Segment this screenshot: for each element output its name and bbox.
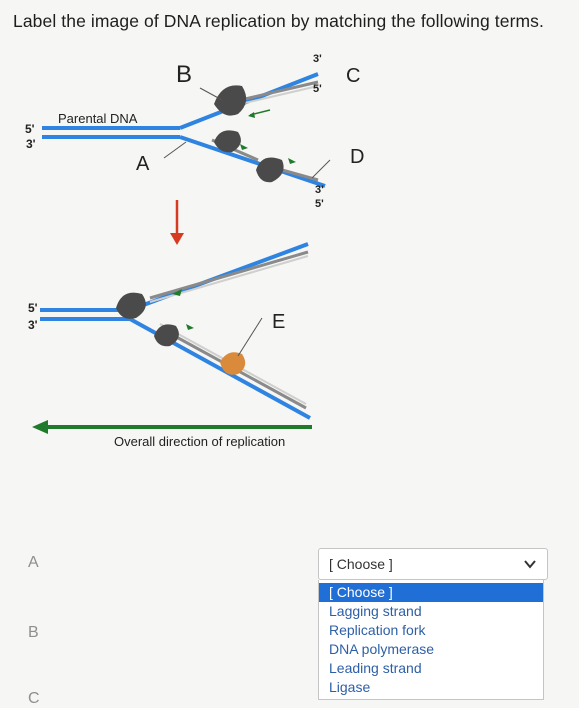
label-c: C <box>346 65 360 87</box>
green-arrow-3 <box>288 158 296 164</box>
bottom-polymerase-enzyme <box>116 292 146 319</box>
answer-letter-a: A <box>28 554 39 571</box>
select-option-replication-fork[interactable]: Replication fork <box>329 622 426 638</box>
helicase-enzyme <box>214 85 247 116</box>
select-option-lagging-strand[interactable]: Lagging strand <box>329 603 422 619</box>
answer-letter-b: B <box>28 624 39 641</box>
primase-enzyme <box>214 130 241 153</box>
end-3-left-bottom: 3' <box>28 318 38 332</box>
lower-template-strand <box>179 135 326 188</box>
label-b: B <box>176 61 192 88</box>
label-d: D <box>350 146 364 168</box>
polymerase-top-enzyme <box>256 157 284 183</box>
parental-dna-label: Parental DNA <box>58 111 138 126</box>
end-5-left-bottom: 5' <box>28 301 38 315</box>
end-3-bottom: 3' <box>315 184 324 196</box>
end-5-left-top: 5' <box>25 122 35 136</box>
pointer-d <box>311 159 331 179</box>
chevron-down-icon <box>524 560 536 569</box>
bottom-green-arrow-1 <box>172 289 182 296</box>
pointer-a <box>163 141 187 159</box>
label-a: A <box>136 153 150 175</box>
end-5-top: 5' <box>313 83 322 95</box>
pointer-b <box>199 87 223 101</box>
ligase-enzyme <box>220 352 246 375</box>
pointer-e <box>237 317 263 357</box>
end-3-left-top: 3' <box>26 137 36 151</box>
question-text: Label the image of DNA replication by ma… <box>13 11 544 31</box>
select-option-choose[interactable]: [ Choose ] <box>319 583 543 602</box>
bottom-upper-new <box>149 250 309 300</box>
bottom-green-arrow-2 <box>186 324 194 330</box>
label-e: E <box>272 311 285 333</box>
bottom-primase-enzyme <box>154 324 179 347</box>
select-option-ligase[interactable]: Ligase <box>329 679 371 695</box>
dna-replication-diagram: B C A D Parental DNA 5' 3' 3' 5' 3' 5' E… <box>25 53 364 449</box>
upper-template-strand <box>179 72 319 130</box>
green-arrow-2 <box>240 144 248 150</box>
end-3-top: 3' <box>313 53 322 65</box>
end-5-bottom: 5' <box>315 198 324 210</box>
answer-letter-c: C <box>28 690 40 707</box>
upper-new-strand <box>231 80 319 104</box>
term-select[interactable]: [ Choose ] <box>318 548 548 580</box>
select-dropdown-list: [ Choose ] Lagging strand Replication fo… <box>318 580 544 700</box>
select-option-dna-polymerase[interactable]: DNA polymerase <box>329 641 435 657</box>
overall-direction-label: Overall direction of replication <box>114 434 285 449</box>
select-option-leading-strand[interactable]: Leading strand <box>329 660 422 676</box>
select-current-value: [ Choose ] <box>329 556 393 572</box>
